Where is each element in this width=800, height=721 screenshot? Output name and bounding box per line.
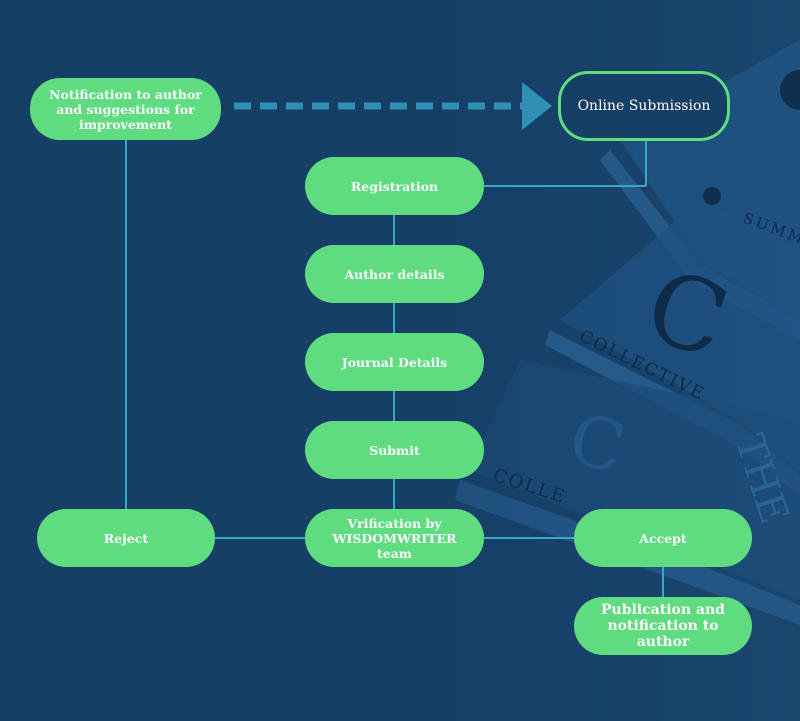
- publication-node-label: Publication and notification to author: [601, 602, 725, 650]
- accept-node: Accept: [574, 509, 752, 567]
- online-submission-node-label: Online Submission: [577, 97, 711, 114]
- dashed-arrow-head: [522, 82, 552, 130]
- notification-node-label: Notification to author and suggestions f…: [49, 86, 202, 132]
- online-submission-node: Online Submission: [558, 71, 730, 141]
- submit-node-label: Submit: [369, 442, 420, 458]
- verification-node: Vrification by WISDOMWRITER team: [305, 509, 484, 567]
- registration-node: Registration: [305, 157, 484, 215]
- reject-node-label: Reject: [103, 530, 149, 546]
- verification-node-label: Vrification by WISDOMWRITER team: [332, 515, 457, 561]
- notification-node: Notification to author and suggestions f…: [30, 78, 221, 140]
- book-small-badge: [703, 187, 721, 205]
- book-dot: [780, 70, 800, 110]
- journal-details-node: Journal Details: [305, 333, 484, 391]
- author-details-node: Author details: [305, 245, 484, 303]
- author-details-node-label: Author details: [344, 266, 445, 282]
- journal-details-node-label: Journal Details: [341, 354, 448, 370]
- publication-node: Publication and notification to author: [574, 597, 752, 655]
- accept-node-label: Accept: [639, 530, 687, 546]
- registration-node-label: Registration: [350, 178, 439, 194]
- submit-node: Submit: [305, 421, 484, 479]
- reject-node: Reject: [37, 509, 215, 567]
